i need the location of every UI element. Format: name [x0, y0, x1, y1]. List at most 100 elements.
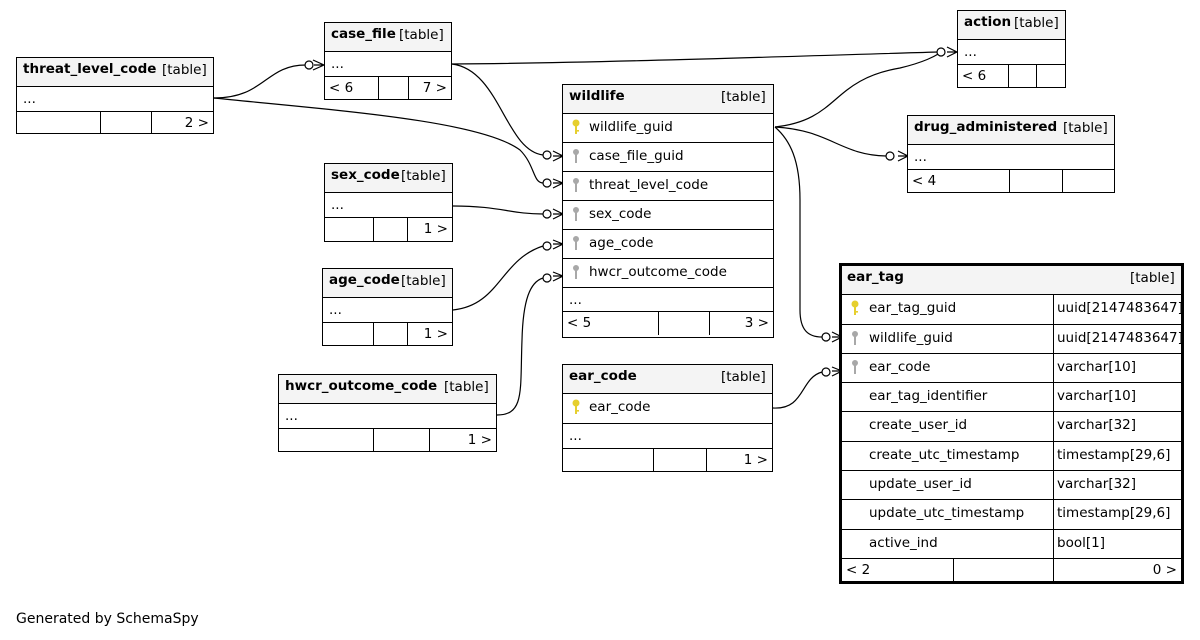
column-type: uuid[2147483647] — [1057, 300, 1183, 316]
table-footer: 1 > — [325, 218, 452, 241]
parents-count: 1 > — [467, 432, 492, 448]
table-ear-code[interactable]: ear_code [table] ear_code ... 1 > — [562, 364, 773, 472]
ellipsis-row: ... — [958, 40, 1065, 65]
column-row[interactable]: case_file_guid — [563, 143, 773, 172]
table-name: hwcr_outcome_code — [285, 378, 438, 394]
ellipsis: ... — [329, 302, 342, 318]
edge-case-file-to-wildlife — [451, 63, 544, 156]
column-type: varchar[32] — [1057, 476, 1137, 492]
children-count: < 2 — [846, 562, 871, 578]
table-tag: [table] — [162, 62, 207, 78]
children-count: < 6 — [329, 80, 354, 96]
foreign-key-icon — [852, 331, 858, 345]
column-row[interactable]: wildlife_guid — [563, 114, 773, 143]
table-footer: < 6 — [958, 65, 1065, 87]
column-row[interactable]: hwcr_outcome_code — [563, 259, 773, 288]
parents-count: 2 > — [184, 115, 209, 131]
table-tag: [table] — [1130, 270, 1175, 286]
column-row[interactable]: ear_tag_guid uuid[2147483647] — [842, 295, 1183, 325]
table-hwcr-outcome-code[interactable]: hwcr_outcome_code [table] ... 1 > — [278, 374, 497, 452]
ellipsis: ... — [23, 91, 36, 107]
table-wildlife[interactable]: wildlife [table] wildlife_guid case_file… — [562, 84, 774, 338]
column-row[interactable]: update_user_id varchar[32] — [842, 471, 1181, 500]
column-row[interactable]: create_user_id varchar[32] — [842, 412, 1181, 442]
column-row[interactable]: active_ind bool[1] — [842, 530, 1181, 559]
column-name: ear_tag_guid — [869, 300, 957, 316]
table-header: sex_code [table] — [325, 164, 452, 193]
table-drug-administered[interactable]: drug_administered [table] ... < 4 — [907, 115, 1115, 193]
primary-key-icon — [572, 119, 580, 134]
table-header: action [table] — [958, 11, 1065, 40]
table-ear-tag[interactable]: ear_tag [table] ear_tag_guid uuid[214748… — [839, 263, 1184, 584]
edge-wildlife-to-drug-administered — [774, 126, 887, 157]
foreign-key-icon — [573, 236, 579, 250]
ellipsis: ... — [331, 197, 344, 213]
column-row[interactable]: threat_level_code — [563, 172, 773, 201]
column-name: create_utc_timestamp — [869, 447, 1020, 463]
table-tag: [table] — [721, 89, 766, 105]
parents-count: 3 > — [744, 315, 769, 331]
table-header: age_code [table] — [323, 269, 452, 298]
table-tag: [table] — [399, 27, 444, 43]
column-type: uuid[2147483647] — [1057, 330, 1183, 346]
column-name: sex_code — [589, 206, 652, 222]
column-row[interactable]: ear_tag_identifier varchar[10] — [842, 383, 1181, 412]
edge-hwcr-outcome-to-wildlife — [496, 277, 544, 416]
table-header: wildlife [table] — [563, 85, 773, 114]
ellipsis-row: ... — [323, 298, 452, 323]
table-header: ear_tag [table] — [842, 266, 1181, 295]
column-row[interactable]: wildlife_guid uuid[2147483647] — [842, 325, 1183, 354]
edge-age-code-to-wildlife — [452, 245, 544, 311]
table-footer: 1 > — [563, 449, 772, 471]
column-row[interactable]: age_code — [563, 230, 773, 259]
table-name: case_file — [331, 26, 396, 42]
ellipsis-row: ... — [325, 52, 451, 77]
table-footer: 1 > — [323, 323, 452, 345]
ellipsis: ... — [964, 44, 977, 60]
table-action[interactable]: action [table] ... < 6 — [957, 10, 1066, 88]
table-header: hwcr_outcome_code [table] — [279, 375, 496, 404]
parents-count: 1 > — [423, 221, 448, 237]
table-sex-code[interactable]: sex_code [table] ... 1 > — [324, 163, 453, 242]
table-threat-level-code[interactable]: threat_level_code [table] ... 2 > — [16, 57, 214, 134]
column-row[interactable]: sex_code — [563, 201, 773, 230]
foreign-key-icon — [573, 265, 579, 279]
table-tag: [table] — [1014, 15, 1059, 31]
ellipsis-row: ... — [325, 193, 452, 218]
edge-sex-code-to-wildlife — [452, 205, 544, 215]
column-name: wildlife_guid — [589, 119, 673, 135]
column-row[interactable]: ear_code — [563, 394, 772, 424]
column-name: hwcr_outcome_code — [589, 264, 727, 280]
table-name: wildlife — [569, 88, 625, 104]
column-name: ear_code — [869, 359, 931, 375]
table-footer: < 2 0 > — [842, 559, 1181, 581]
table-case-file[interactable]: case_file [table] ... < 6 7 > — [324, 22, 452, 100]
column-type: timestamp[29,6] — [1057, 447, 1171, 463]
table-name: ear_tag — [847, 269, 904, 285]
table-name: drug_administered — [914, 119, 1058, 135]
children-count: < 5 — [567, 315, 592, 331]
column-row[interactable]: update_utc_timestamp timestamp[29,6] — [842, 500, 1181, 530]
column-type: bool[1] — [1057, 535, 1105, 551]
column-row[interactable]: create_utc_timestamp timestamp[29,6] — [842, 442, 1181, 471]
table-age-code[interactable]: age_code [table] ... 1 > — [322, 268, 453, 346]
ellipsis-row: ... — [908, 145, 1114, 170]
column-name: create_user_id — [869, 417, 968, 433]
column-name: wildlife_guid — [869, 330, 953, 346]
table-name: ear_code — [569, 368, 637, 384]
table-tag: [table] — [401, 168, 446, 184]
table-tag: [table] — [1063, 120, 1108, 136]
table-name: threat_level_code — [23, 61, 157, 77]
ellipsis-row: ... — [563, 424, 772, 449]
children-count: < 6 — [962, 68, 987, 84]
table-name: age_code — [329, 272, 400, 288]
ellipsis: ... — [285, 408, 298, 424]
edge-case-file-to-action — [451, 51, 939, 65]
table-name: sex_code — [331, 167, 400, 183]
parents-count: 0 > — [1152, 562, 1177, 578]
column-row[interactable]: ear_code varchar[10] — [842, 354, 1181, 383]
edge-threat-level-to-case-file — [213, 64, 307, 99]
parents-count: 1 > — [423, 326, 448, 342]
table-tag: [table] — [401, 273, 446, 289]
